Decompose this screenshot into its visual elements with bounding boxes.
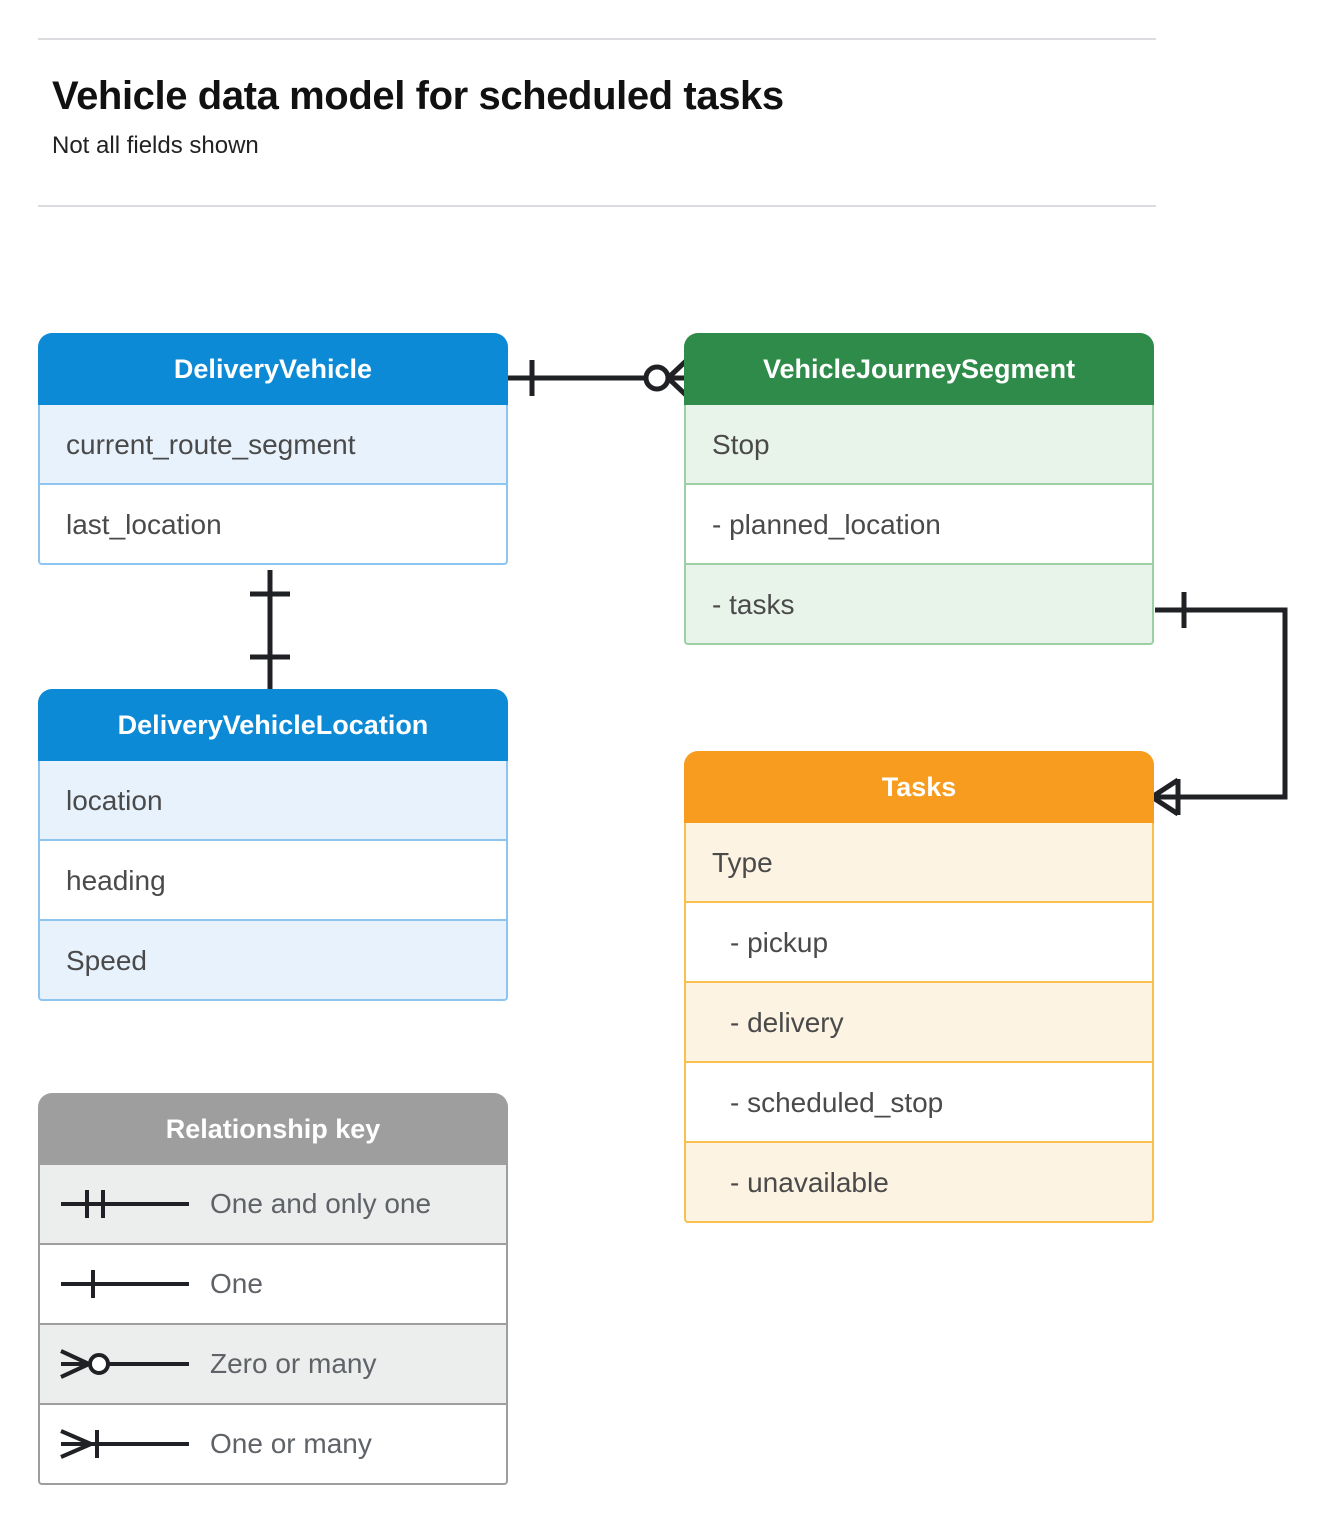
entity-title-delivery-vehicle: DeliveryVehicle [38,333,508,405]
header-divider-bottom [38,205,1156,207]
header-divider-top [38,38,1156,40]
legend-item-label: Zero or many [210,1348,377,1379]
entity-field[interactable]: - scheduled_stop [684,1063,1154,1143]
entity-fields-delivery-vehicle-location: location heading Speed [38,761,508,1001]
entity-fields-tasks: Type - pickup - delivery - scheduled_sto… [684,823,1154,1223]
legend-relationship-key[interactable]: Relationship key One and only one [38,1093,508,1485]
legend-item-zero-or-many[interactable]: Zero or many [38,1325,508,1405]
entity-field[interactable]: heading [38,841,508,921]
connector-journeysegment-tasks [1150,592,1288,817]
page-title: Vehicle data model for scheduled tasks [52,74,784,118]
entity-field[interactable]: Stop [684,405,1154,485]
entity-field[interactable]: - unavailable [684,1143,1154,1223]
one-and-only-one-icon [40,1184,210,1224]
zero-or-many-icon [40,1344,210,1384]
legend-item-one-and-only-one[interactable]: One and only one [38,1165,508,1245]
entity-title-delivery-vehicle-location: DeliveryVehicleLocation [38,689,508,761]
entity-tasks[interactable]: Tasks Type - pickup - delivery - schedul… [684,751,1154,1223]
entity-field[interactable]: - pickup [684,903,1154,983]
page-subtitle: Not all fields shown [52,132,259,159]
entity-field[interactable]: - planned_location [684,485,1154,565]
entity-field[interactable]: location [38,761,508,841]
legend-item-label: One or many [210,1428,372,1459]
legend-item-label: One [210,1268,263,1299]
one-or-many-icon [40,1424,210,1464]
legend-item-one[interactable]: One [38,1245,508,1325]
connector-deliveryvehicle-journeysegment [508,359,688,397]
connector-deliveryvehicle-vehiclelocation [250,570,290,690]
entity-fields-vehicle-journey-segment: Stop - planned_location - tasks [684,405,1154,645]
entity-field[interactable]: Type [684,823,1154,903]
one-icon [40,1264,210,1304]
entity-field[interactable]: last_location [38,485,508,565]
entity-title-vehicle-journey-segment: VehicleJourneySegment [684,333,1154,405]
entity-fields-delivery-vehicle: current_route_segment last_location [38,405,508,565]
entity-field[interactable]: - delivery [684,983,1154,1063]
legend-item-label: One and only one [210,1188,432,1219]
entity-field[interactable]: Speed [38,921,508,1001]
entity-field[interactable]: current_route_segment [38,405,508,485]
legend-title: Relationship key [38,1093,508,1165]
entity-vehicle-journey-segment[interactable]: VehicleJourneySegment Stop - planned_loc… [684,333,1154,645]
entity-field[interactable]: - tasks [684,565,1154,645]
legend-item-one-or-many[interactable]: One or many [38,1405,508,1485]
legend-items: One and only one One [38,1165,508,1485]
entity-delivery-vehicle-location[interactable]: DeliveryVehicleLocation location heading… [38,689,508,1001]
entity-delivery-vehicle[interactable]: DeliveryVehicle current_route_segment la… [38,333,508,565]
entity-title-tasks: Tasks [684,751,1154,823]
